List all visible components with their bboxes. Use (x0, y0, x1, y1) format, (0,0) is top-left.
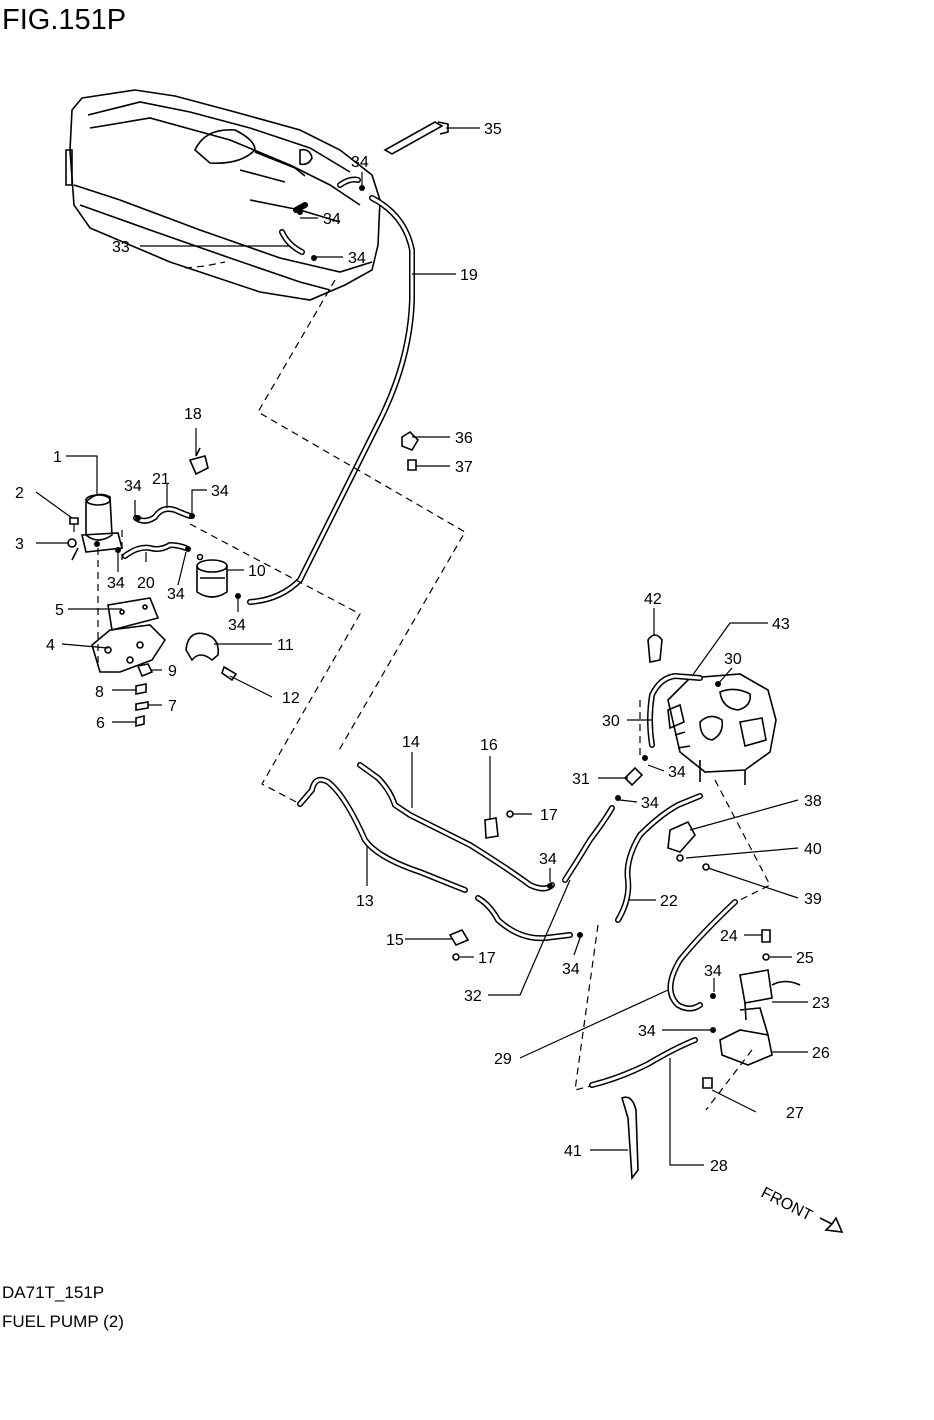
part-18 (188, 447, 209, 476)
fuel-tank (65, 89, 381, 301)
hoses-30 (647, 672, 703, 748)
clips-15-16-17 (448, 810, 514, 961)
hoses-28-29 (589, 899, 738, 1088)
callout-42: 42 (644, 591, 662, 608)
callout-28: 28 (710, 1158, 728, 1175)
callout-21: 21 (152, 471, 170, 488)
callout-4: 4 (46, 637, 55, 654)
callout-17-lower: 17 (478, 950, 496, 967)
callout-34-tb-a: 34 (668, 764, 686, 781)
callout-32: 32 (464, 988, 482, 1005)
callout-9: 9 (168, 663, 177, 680)
callout-15: 15 (386, 932, 404, 949)
callout-6: 6 (96, 715, 105, 732)
clamp-marks (115, 185, 721, 1033)
callout-20: 20 (137, 575, 155, 592)
front-arrow: FRONT (758, 1184, 844, 1233)
figure-code: DA71T_151P (2, 1283, 105, 1302)
parts-31-38-42 (623, 634, 710, 871)
callout-30-left: 30 (602, 713, 620, 730)
leader-lines (35, 127, 808, 1166)
callout-34-lower-a: 34 (562, 961, 580, 978)
fuel-filter-10 (196, 553, 228, 598)
callout-23: 23 (812, 995, 830, 1012)
callout-26: 26 (812, 1045, 830, 1062)
callout-17-upper: 17 (540, 807, 558, 824)
callout-18: 18 (184, 406, 202, 423)
callout-13: 13 (356, 893, 374, 910)
callout-40: 40 (804, 841, 822, 858)
figure-title: FIG.151P (2, 4, 127, 36)
part-41 (621, 1096, 639, 1181)
callout-34-tank-top: 34 (351, 154, 369, 171)
callout-34-pump-a: 34 (124, 478, 142, 495)
callout-1: 1 (53, 449, 62, 466)
callout-27: 27 (786, 1105, 804, 1122)
callout-31: 31 (572, 771, 590, 788)
callout-10: 10 (248, 563, 266, 580)
callout-29: 29 (494, 1051, 512, 1068)
callout-34-lower-b: 34 (638, 1023, 656, 1040)
callout-36: 36 (455, 430, 473, 447)
callout-24: 24 (720, 928, 738, 945)
front-label: FRONT (758, 1184, 815, 1224)
callout-19: 19 (460, 267, 478, 284)
assembly-lines (97, 279, 771, 1111)
callout-35: 35 (484, 121, 502, 138)
callout-33: 33 (112, 239, 130, 256)
valve-23-bracket-26 (702, 929, 801, 1089)
callout-2: 2 (15, 485, 24, 502)
callout-41: 41 (564, 1143, 582, 1160)
hoses-22-32 (562, 793, 703, 923)
callout-8: 8 (95, 684, 104, 701)
callout-5: 5 (55, 602, 64, 619)
callout-30-top: 30 (724, 651, 742, 668)
callout-34-tb-b: 34 (641, 795, 659, 812)
hose-20-21 (122, 505, 193, 559)
hose-19 (247, 195, 415, 605)
callout-25: 25 (796, 950, 814, 967)
callout-11: 11 (277, 637, 294, 654)
fuel-pump-assembly (67, 493, 167, 728)
callout-labels: 35 34 34 33 34 19 18 36 37 1 21 34 34 2 … (15, 121, 830, 1175)
callout-34-pump-b: 34 (211, 483, 229, 500)
callout-34-pump-d: 34 (167, 586, 185, 603)
fuel-pipes-13-14 (297, 762, 573, 942)
clamp-11 (185, 632, 238, 682)
callout-12: 12 (282, 690, 300, 707)
callout-16: 16 (480, 737, 498, 754)
callout-3: 3 (15, 536, 24, 553)
callout-34-pump-c: 34 (107, 575, 125, 592)
callout-39: 39 (804, 891, 822, 908)
callout-14: 14 (402, 734, 420, 751)
callout-34-tank-mid: 34 (323, 211, 341, 228)
callout-34-vsv: 34 (704, 963, 722, 980)
figure-caption: FUEL PUMP (2) (2, 1312, 124, 1331)
part-35-36-37 (383, 121, 449, 471)
callout-38: 38 (804, 793, 822, 810)
callout-34-center: 34 (539, 851, 557, 868)
callout-34-tank-low: 34 (348, 250, 366, 267)
callout-43: 43 (772, 616, 790, 633)
callout-37: 37 (455, 459, 473, 476)
throttle-body-43 (667, 673, 777, 785)
callout-34-pump-e: 34 (228, 617, 246, 634)
callout-7: 7 (168, 698, 177, 715)
callout-22: 22 (660, 893, 678, 910)
